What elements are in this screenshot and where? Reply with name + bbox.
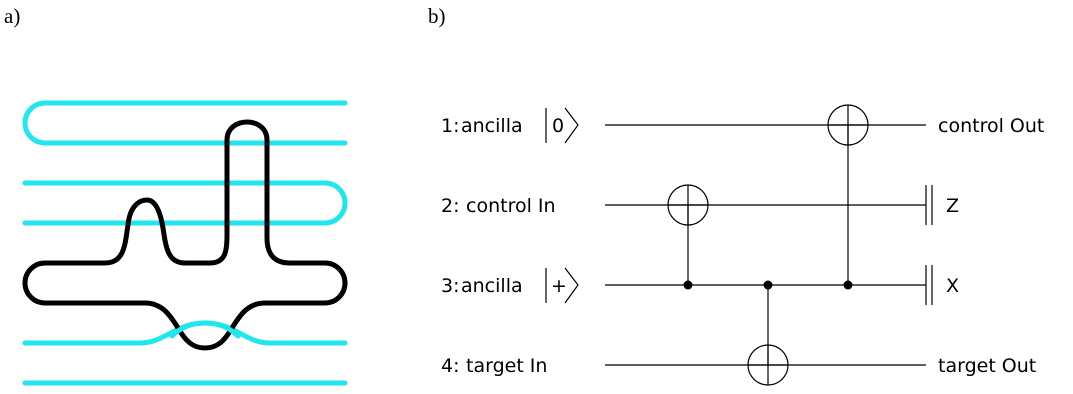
q1-index: 1: [441, 115, 460, 137]
q4-name: target In [466, 355, 547, 377]
q4-output: target Out [938, 355, 1036, 377]
panel-b-label: b) [428, 4, 446, 28]
q3-name: ancilla [461, 275, 523, 297]
measure-z-bars [925, 185, 933, 225]
q2-name: control In [466, 195, 556, 217]
q1-output: control Out [938, 115, 1044, 137]
ket-bracket-1 [545, 107, 579, 144]
cyan-loop-top [22, 100, 348, 146]
q2-output: Z [946, 195, 959, 217]
q1-name: ancilla [461, 115, 523, 137]
q3-output: X [946, 275, 959, 297]
q3-index: 3: [441, 275, 460, 297]
black-loop [22, 119, 348, 351]
panel-a-label: a) [4, 4, 21, 28]
q3-ket: + [551, 275, 567, 297]
q1-ket: 0 [552, 115, 564, 137]
cnot-2-control [763, 280, 773, 290]
q2-index: 2: [441, 195, 460, 217]
measure-x-bars [925, 265, 933, 305]
cnot-3-control [843, 280, 853, 290]
q4-index: 4: [441, 355, 460, 377]
cyan-wave-over [169, 320, 241, 339]
ket-bracket-3 [545, 267, 579, 304]
cyan-loop-second [22, 180, 348, 226]
cnot-1-control [683, 280, 693, 290]
